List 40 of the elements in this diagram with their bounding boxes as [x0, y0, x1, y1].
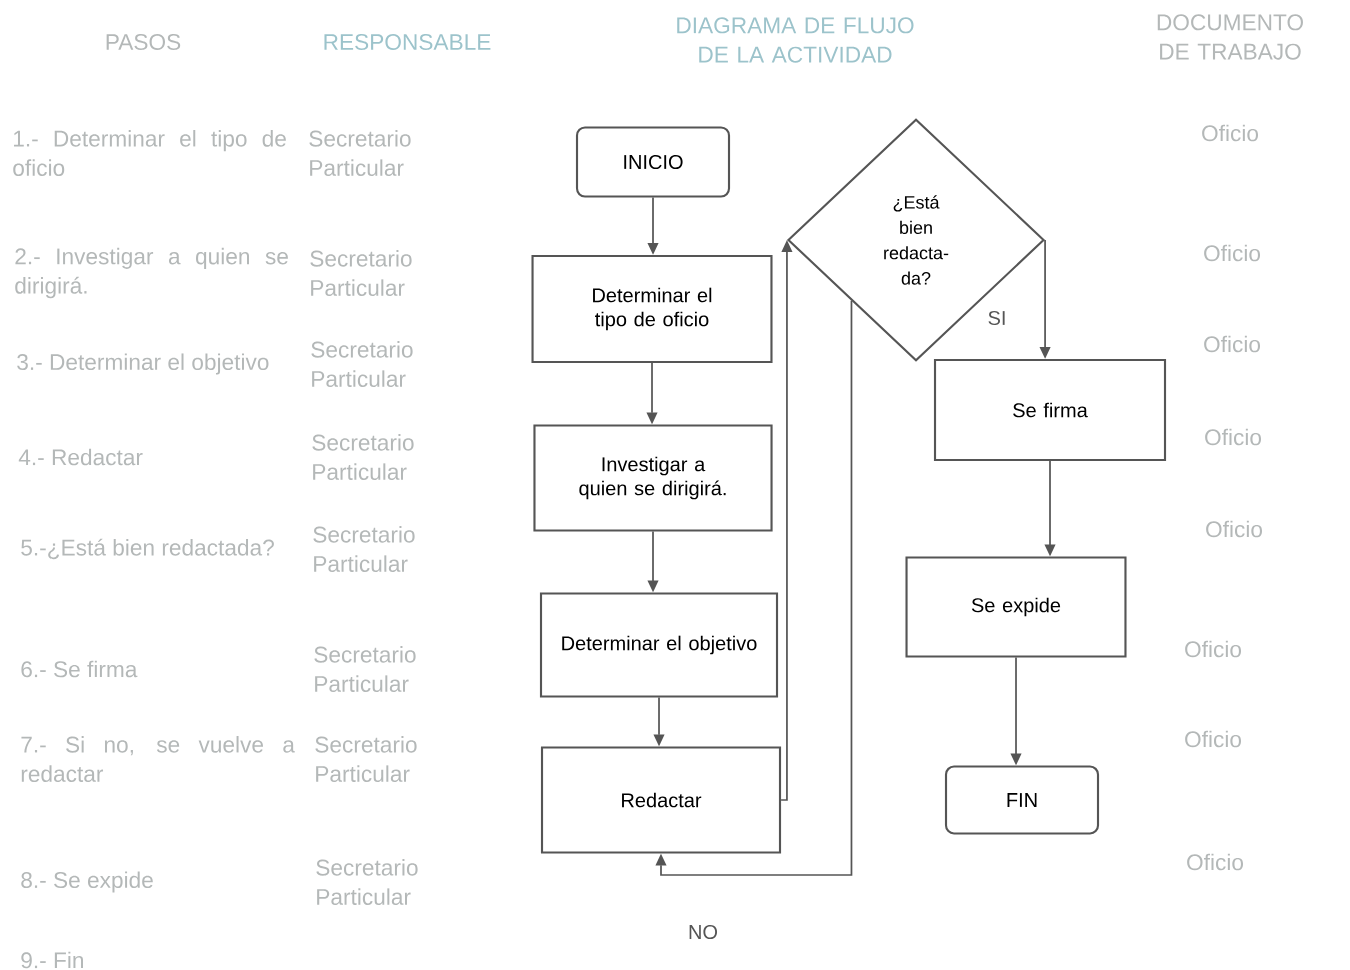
- process-box: Investigar a quien se dirigirá.: [533, 424, 773, 532]
- column-header: RESPONSABLE: [324, 33, 491, 51]
- responsible-text: Secretario Particular: [309, 130, 411, 176]
- terminal-box: INICIO: [575, 126, 731, 198]
- step-text: 2.- Investigar a quien se dirigirá.: [15, 247, 288, 299]
- process-box: Redactar: [540, 746, 782, 854]
- step-text: 1.- Determinar el tipo de oficio: [13, 130, 286, 176]
- column-header: PASOS: [106, 33, 181, 51]
- arrow: [655, 300, 853, 876]
- responsible-text: Secretario Particular: [310, 250, 412, 296]
- document-text: Oficio: [1204, 244, 1260, 262]
- step-text: 8.- Se expide: [21, 871, 153, 893]
- step-text: 6.- Se firma: [21, 660, 138, 678]
- document-text: Oficio: [1205, 428, 1261, 446]
- column-header: DIAGRAMA DE FLUJO DE LA ACTIVIDAD: [677, 17, 914, 63]
- edge-label: NO: [686, 923, 720, 941]
- step-text: 3.- Determinar el objetivo: [17, 353, 269, 375]
- document-text: Oficio: [1206, 520, 1262, 538]
- document-text: Oficio: [1204, 335, 1260, 353]
- responsible-text: Secretario Particular: [315, 736, 417, 782]
- column-header: DOCUMENTO DE TRABAJO: [1157, 14, 1303, 60]
- process-box: Determinar el objetivo: [539, 592, 779, 698]
- document-text: Oficio: [1187, 853, 1243, 871]
- step-text: 7.- Si no, se vuelve a redactar: [21, 736, 295, 782]
- responsible-text: Secretario Particular: [313, 526, 415, 572]
- responsible-text: Secretario Particular: [314, 646, 416, 692]
- responsible-text: Secretario Particular: [311, 341, 413, 387]
- process-box: Se firma: [933, 358, 1167, 462]
- edge-label: SI: [986, 309, 1008, 327]
- process-box: Se expide: [905, 556, 1127, 658]
- document-text: Oficio: [1185, 640, 1241, 658]
- process-box: Determinar el tipo de oficio: [531, 254, 773, 364]
- document-text: Oficio: [1185, 730, 1241, 748]
- step-text: 4.- Redactar: [18, 448, 143, 466]
- document-text: Oficio: [1202, 124, 1258, 142]
- step-text: 9.- Fin: [21, 951, 83, 969]
- terminal-box: FIN: [944, 765, 1100, 835]
- responsible-text: Secretario Particular: [312, 434, 414, 480]
- step-text: 5.-¿Está bien redactada?: [21, 538, 274, 560]
- responsible-text: Secretario Particular: [316, 859, 418, 905]
